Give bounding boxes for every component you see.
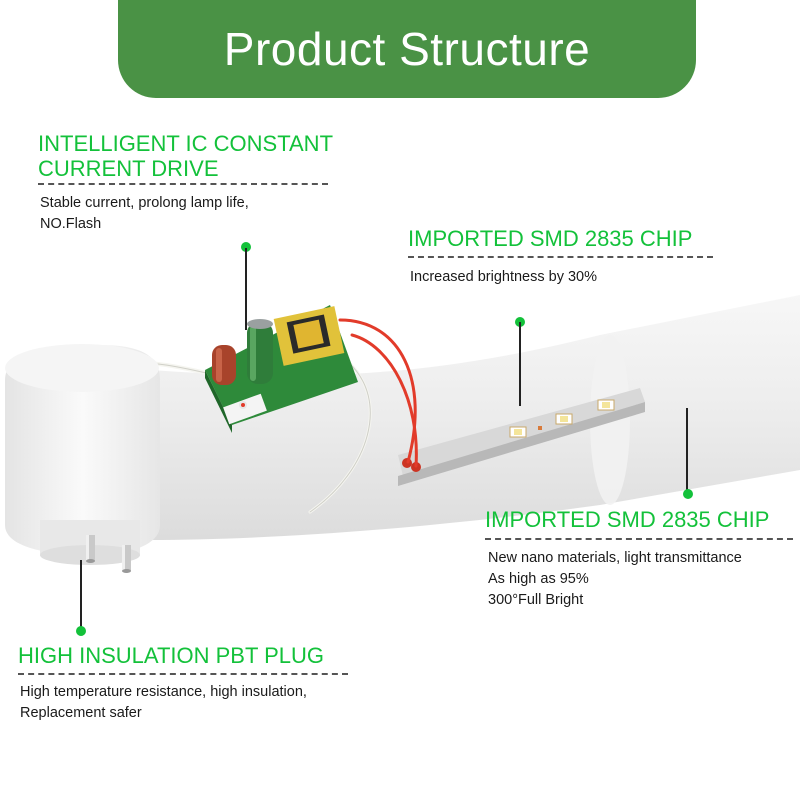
driver-divider bbox=[38, 183, 328, 185]
driver-heading-line1: INTELLIGENT IC CONSTANT bbox=[38, 131, 334, 156]
plug-desc-line2: Replacement safer bbox=[20, 705, 142, 721]
chip-bottom-leader-line bbox=[686, 408, 688, 494]
banner: Product Structure bbox=[118, 0, 696, 98]
driver-marker-dot bbox=[241, 242, 251, 252]
smd-chip-3 bbox=[597, 399, 615, 411]
capacitor-green bbox=[247, 319, 273, 384]
driver-board bbox=[205, 305, 358, 433]
chip-top-heading: IMPORTED SMD 2835 CHIP bbox=[408, 226, 693, 251]
chip-bottom-heading: IMPORTED SMD 2835 CHIP bbox=[485, 507, 770, 532]
driver-heading-line2: CURRENT DRIVE bbox=[38, 156, 219, 181]
plug-marker-dot bbox=[76, 626, 86, 636]
chip-bottom-desc-line2: As high as 95% bbox=[488, 571, 589, 587]
plug-leader-line bbox=[80, 560, 82, 630]
transformer bbox=[273, 306, 345, 366]
driver-heading: INTELLIGENT IC CONSTANT CURRENT DRIVE bbox=[38, 131, 333, 181]
chip-bottom-desc-line3: 300°Full Bright bbox=[488, 592, 584, 608]
chip-top-desc-line1: Increased brightness by 30% bbox=[410, 269, 597, 285]
smd-chip-2 bbox=[555, 413, 573, 425]
driver-leader-line bbox=[245, 248, 247, 330]
driver-description: Stable current, prolong lamp life, NO.Fl… bbox=[40, 193, 249, 235]
chip-bottom-divider bbox=[485, 538, 793, 540]
chip-top-description: Increased brightness by 30% bbox=[410, 267, 597, 288]
plug-divider bbox=[18, 673, 348, 675]
driver-desc-line2: NO.Flash bbox=[40, 216, 102, 232]
plug-heading: HIGH INSULATION PBT PLUG bbox=[18, 643, 325, 668]
plug-description: High temperature resistance, high insula… bbox=[20, 682, 307, 724]
chip-top-divider bbox=[408, 256, 713, 258]
led-strip bbox=[398, 388, 645, 486]
plug-desc-line1: High temperature resistance, high insula… bbox=[20, 684, 307, 700]
plug-pins bbox=[86, 535, 131, 573]
end-cap bbox=[5, 344, 160, 565]
capacitor-brown bbox=[212, 345, 236, 385]
chip-top-leader-line bbox=[519, 322, 521, 406]
smd-chip-1 bbox=[509, 426, 527, 438]
chip-bottom-description: New nano materials, light transmittance … bbox=[488, 548, 742, 611]
driver-desc-line1: Stable current, prolong lamp life, bbox=[40, 195, 249, 211]
chip-bottom-desc-line1: New nano materials, light transmittance bbox=[488, 550, 742, 566]
chip-bottom-marker-dot bbox=[683, 489, 693, 499]
banner-title: Product Structure bbox=[223, 23, 591, 75]
